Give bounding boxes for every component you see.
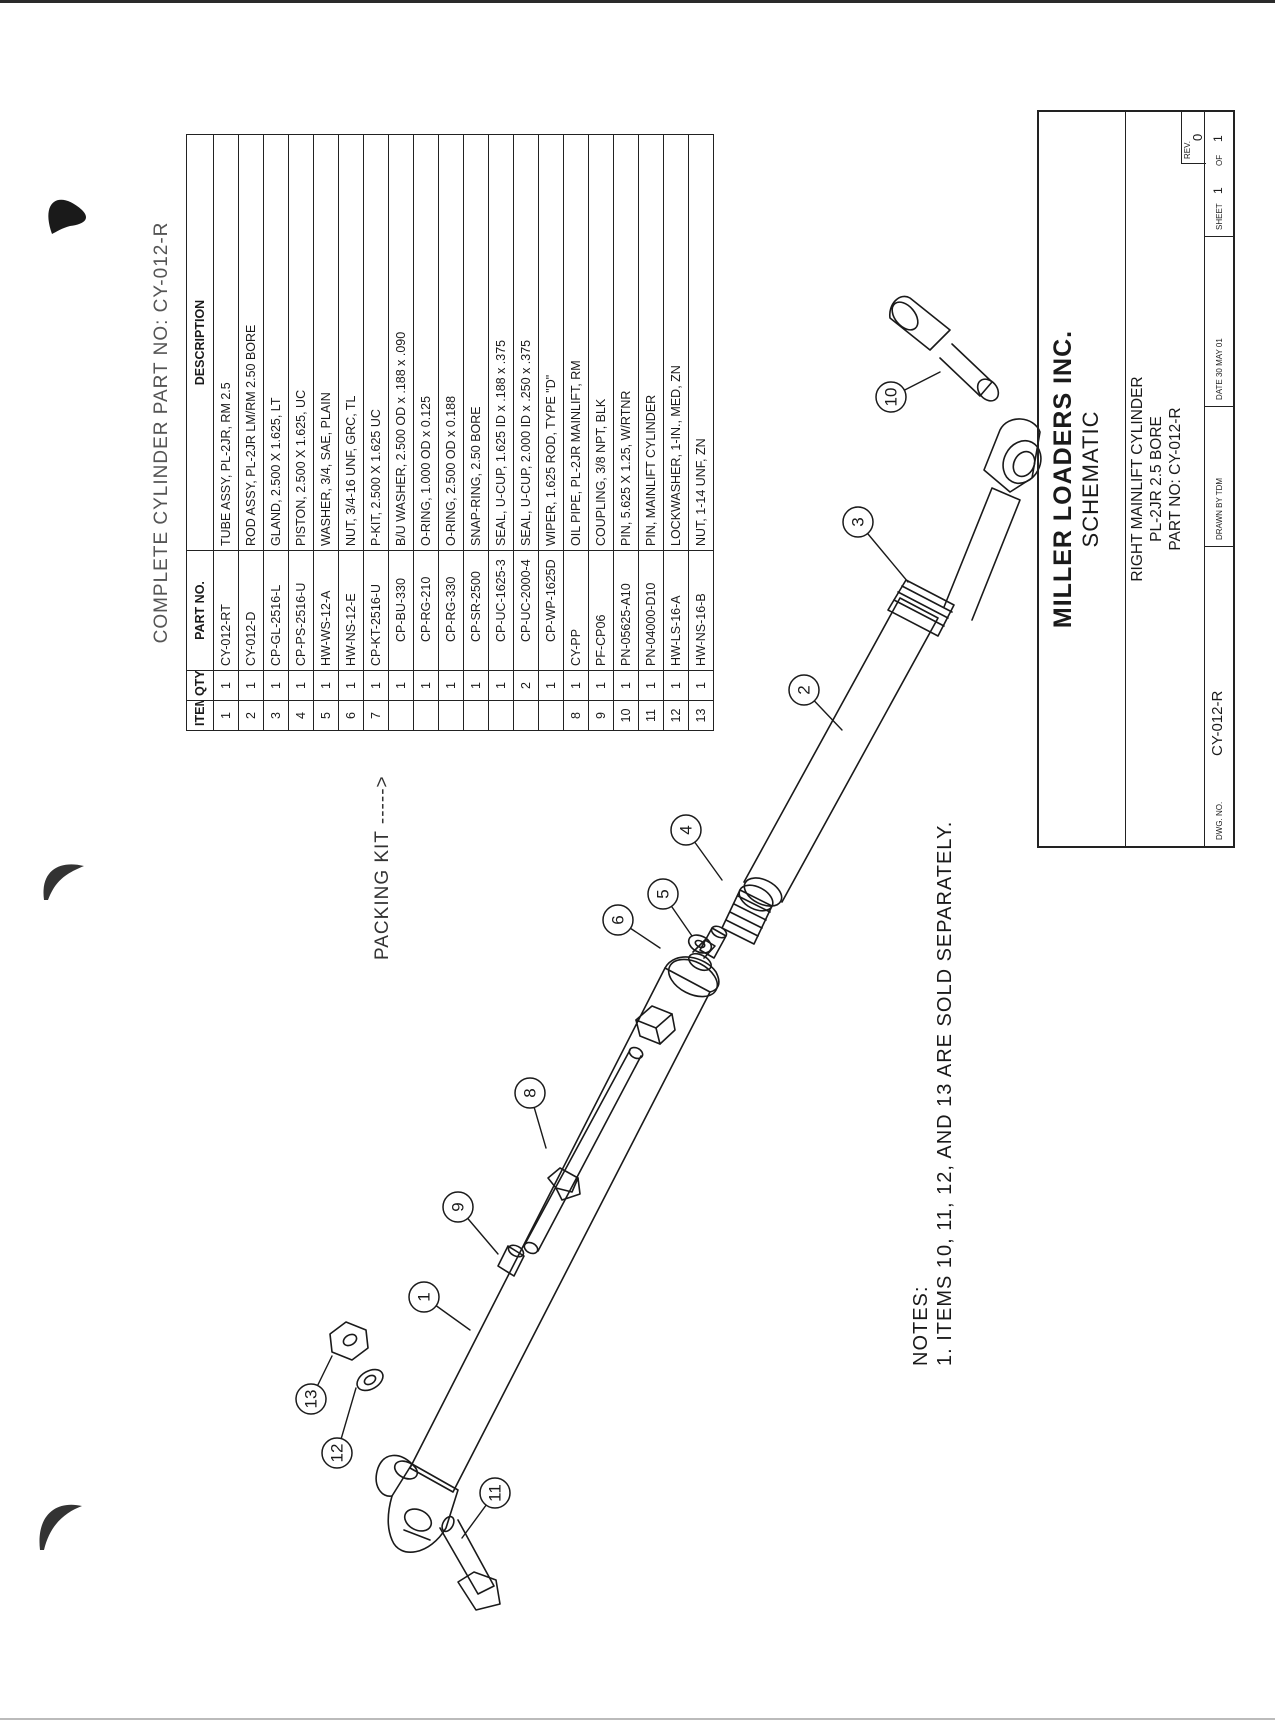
title-block: MILLER LOADERS INC. SCHEMATIC RIGHT MAIN… (1037, 110, 1235, 848)
callout-circle (647, 878, 679, 910)
callout-number-6: 6 (609, 915, 628, 924)
callout-circle (602, 904, 634, 936)
callout-number-13: 13 (302, 1390, 321, 1409)
document-type: SCHEMATIC (1078, 410, 1103, 548)
callout-circle (408, 1281, 440, 1313)
callout-circle (514, 1077, 546, 1109)
description-line-2: PL-2JR 2.5 BORE (1148, 416, 1165, 542)
callout-number-3: 3 (849, 517, 868, 526)
dwg-no-cell: DWG. NO. CY-012-R (1205, 546, 1233, 846)
rod-assembly (743, 597, 939, 907)
binder-hole-bottom (39, 1504, 82, 1550)
pin-item-11 (439, 1515, 501, 1611)
callout-circle (842, 506, 874, 538)
callout-number-11: 11 (486, 1484, 505, 1502)
rev-box: REV. 0 (1181, 111, 1206, 164)
callout-bubbles: 1 9 8 6 5 4 2 3 10 13 12 11 (295, 381, 907, 1509)
bottom-scan-border (0, 1718, 1275, 1720)
callout-number-10: 10 (882, 388, 901, 407)
tube-assembly (375, 939, 720, 1553)
dwg-no-value: CY-012-R (1209, 690, 1226, 756)
callout-circle (875, 381, 907, 413)
oil-pipe (523, 1046, 644, 1255)
pin-item-10 (889, 295, 1000, 402)
callout-number-5: 5 (654, 889, 673, 898)
title-block-company-row: MILLER LOADERS INC. SCHEMATIC (1039, 112, 1126, 846)
description-line-3: PART NO: CY-012-R (1167, 407, 1184, 551)
date-cell: DATE 30 MAY 01 (1205, 236, 1233, 406)
title-block-info-row: DWG. NO. CY-012-R DRAWN BY TDM DATE 30 M… (1205, 112, 1233, 846)
dwg-no-label: DWG. NO. (1215, 801, 1224, 840)
callout-leaders (310, 371, 941, 1539)
callout-circle (788, 674, 820, 706)
callout-number-4: 4 (677, 825, 696, 834)
callout-circle (670, 814, 702, 846)
sheet-number: 1 (1211, 187, 1225, 194)
top-scan-border (0, 0, 1275, 3)
sheet-total: 1 (1211, 135, 1225, 142)
binder-hole-top (48, 199, 86, 234)
callout-number-2: 2 (795, 685, 814, 694)
callout-circle (479, 1477, 511, 1509)
rev-value: 0 (1190, 133, 1205, 141)
callout-number-12: 12 (328, 1444, 347, 1463)
sheet-cell: SHEET 1 OF 1 (1205, 112, 1233, 236)
coupling (497, 1244, 525, 1277)
binder-hole-middle (43, 864, 84, 900)
of-label: OF (1215, 154, 1224, 166)
callout-number-1: 1 (415, 1292, 434, 1301)
piston-nut-washer (687, 884, 774, 959)
callout-number-8: 8 (521, 1088, 540, 1097)
drawn-by: DRAWN BY TDM (1215, 477, 1224, 540)
sheet-label: SHEET (1215, 203, 1224, 230)
rev-area: REV. 0 (1125, 111, 1206, 164)
washer-and-nut (329, 1321, 384, 1392)
description-line-1: RIGHT MAINLIFT CYLINDER (1129, 376, 1146, 582)
rod-end-eye (943, 418, 1042, 621)
callout-number-9: 9 (449, 1202, 468, 1211)
rev-label: REV. (1183, 141, 1192, 159)
callout-circle (321, 1437, 353, 1469)
drawn-by-cell: DRAWN BY TDM (1205, 406, 1233, 546)
callout-circle (295, 1383, 327, 1415)
callout-circle (442, 1191, 474, 1223)
title-block-description-row: RIGHT MAINLIFT CYLINDER PL-2JR 2.5 BORE … (1125, 112, 1205, 846)
company-name: MILLER LOADERS INC. (1049, 329, 1077, 629)
gland (887, 579, 955, 637)
title-block-rotated: MILLER LOADERS INC. SCHEMATIC RIGHT MAIN… (1037, 110, 1235, 848)
date: DATE 30 MAY 01 (1215, 338, 1224, 400)
